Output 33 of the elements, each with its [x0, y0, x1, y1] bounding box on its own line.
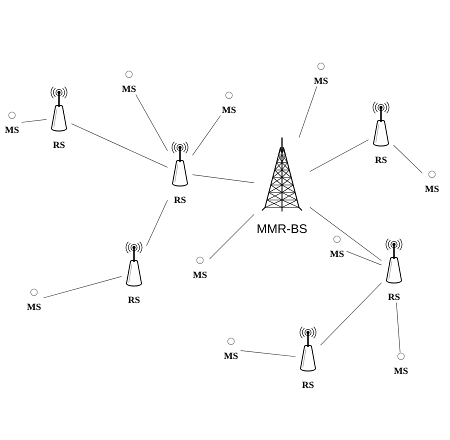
link-line	[393, 144, 423, 174]
link-line	[192, 115, 221, 156]
station-label: MS	[314, 78, 328, 84]
link-line	[135, 94, 168, 152]
link-line	[320, 282, 382, 346]
link-line	[71, 123, 168, 168]
station-label: MMR-BS	[258, 224, 307, 234]
link-line	[346, 251, 382, 266]
station-label: MS	[5, 126, 19, 134]
station-label: MS	[425, 186, 439, 192]
link-line	[298, 86, 318, 138]
link-line	[43, 276, 122, 298]
station-label: RS	[375, 156, 387, 164]
station-label: MS	[222, 106, 236, 114]
link-line	[310, 139, 369, 172]
link-line	[209, 214, 254, 260]
link-line	[21, 119, 47, 123]
link-line	[192, 174, 254, 184]
station-label: MS	[224, 352, 238, 360]
station-label: MS	[27, 304, 41, 310]
station-label: MS	[394, 368, 408, 374]
station-label: RS	[388, 294, 400, 300]
link-line	[396, 302, 400, 353]
station-label: MS	[193, 272, 207, 278]
station-label: RS	[53, 142, 65, 148]
station-label: MS	[122, 86, 136, 92]
station-label: RS	[128, 296, 140, 304]
link-line	[240, 350, 296, 357]
station-label: RS	[302, 382, 314, 388]
station-label: MS	[330, 250, 344, 258]
station-label: RS	[174, 196, 186, 204]
link-line	[310, 206, 382, 261]
link-line	[146, 200, 168, 246]
